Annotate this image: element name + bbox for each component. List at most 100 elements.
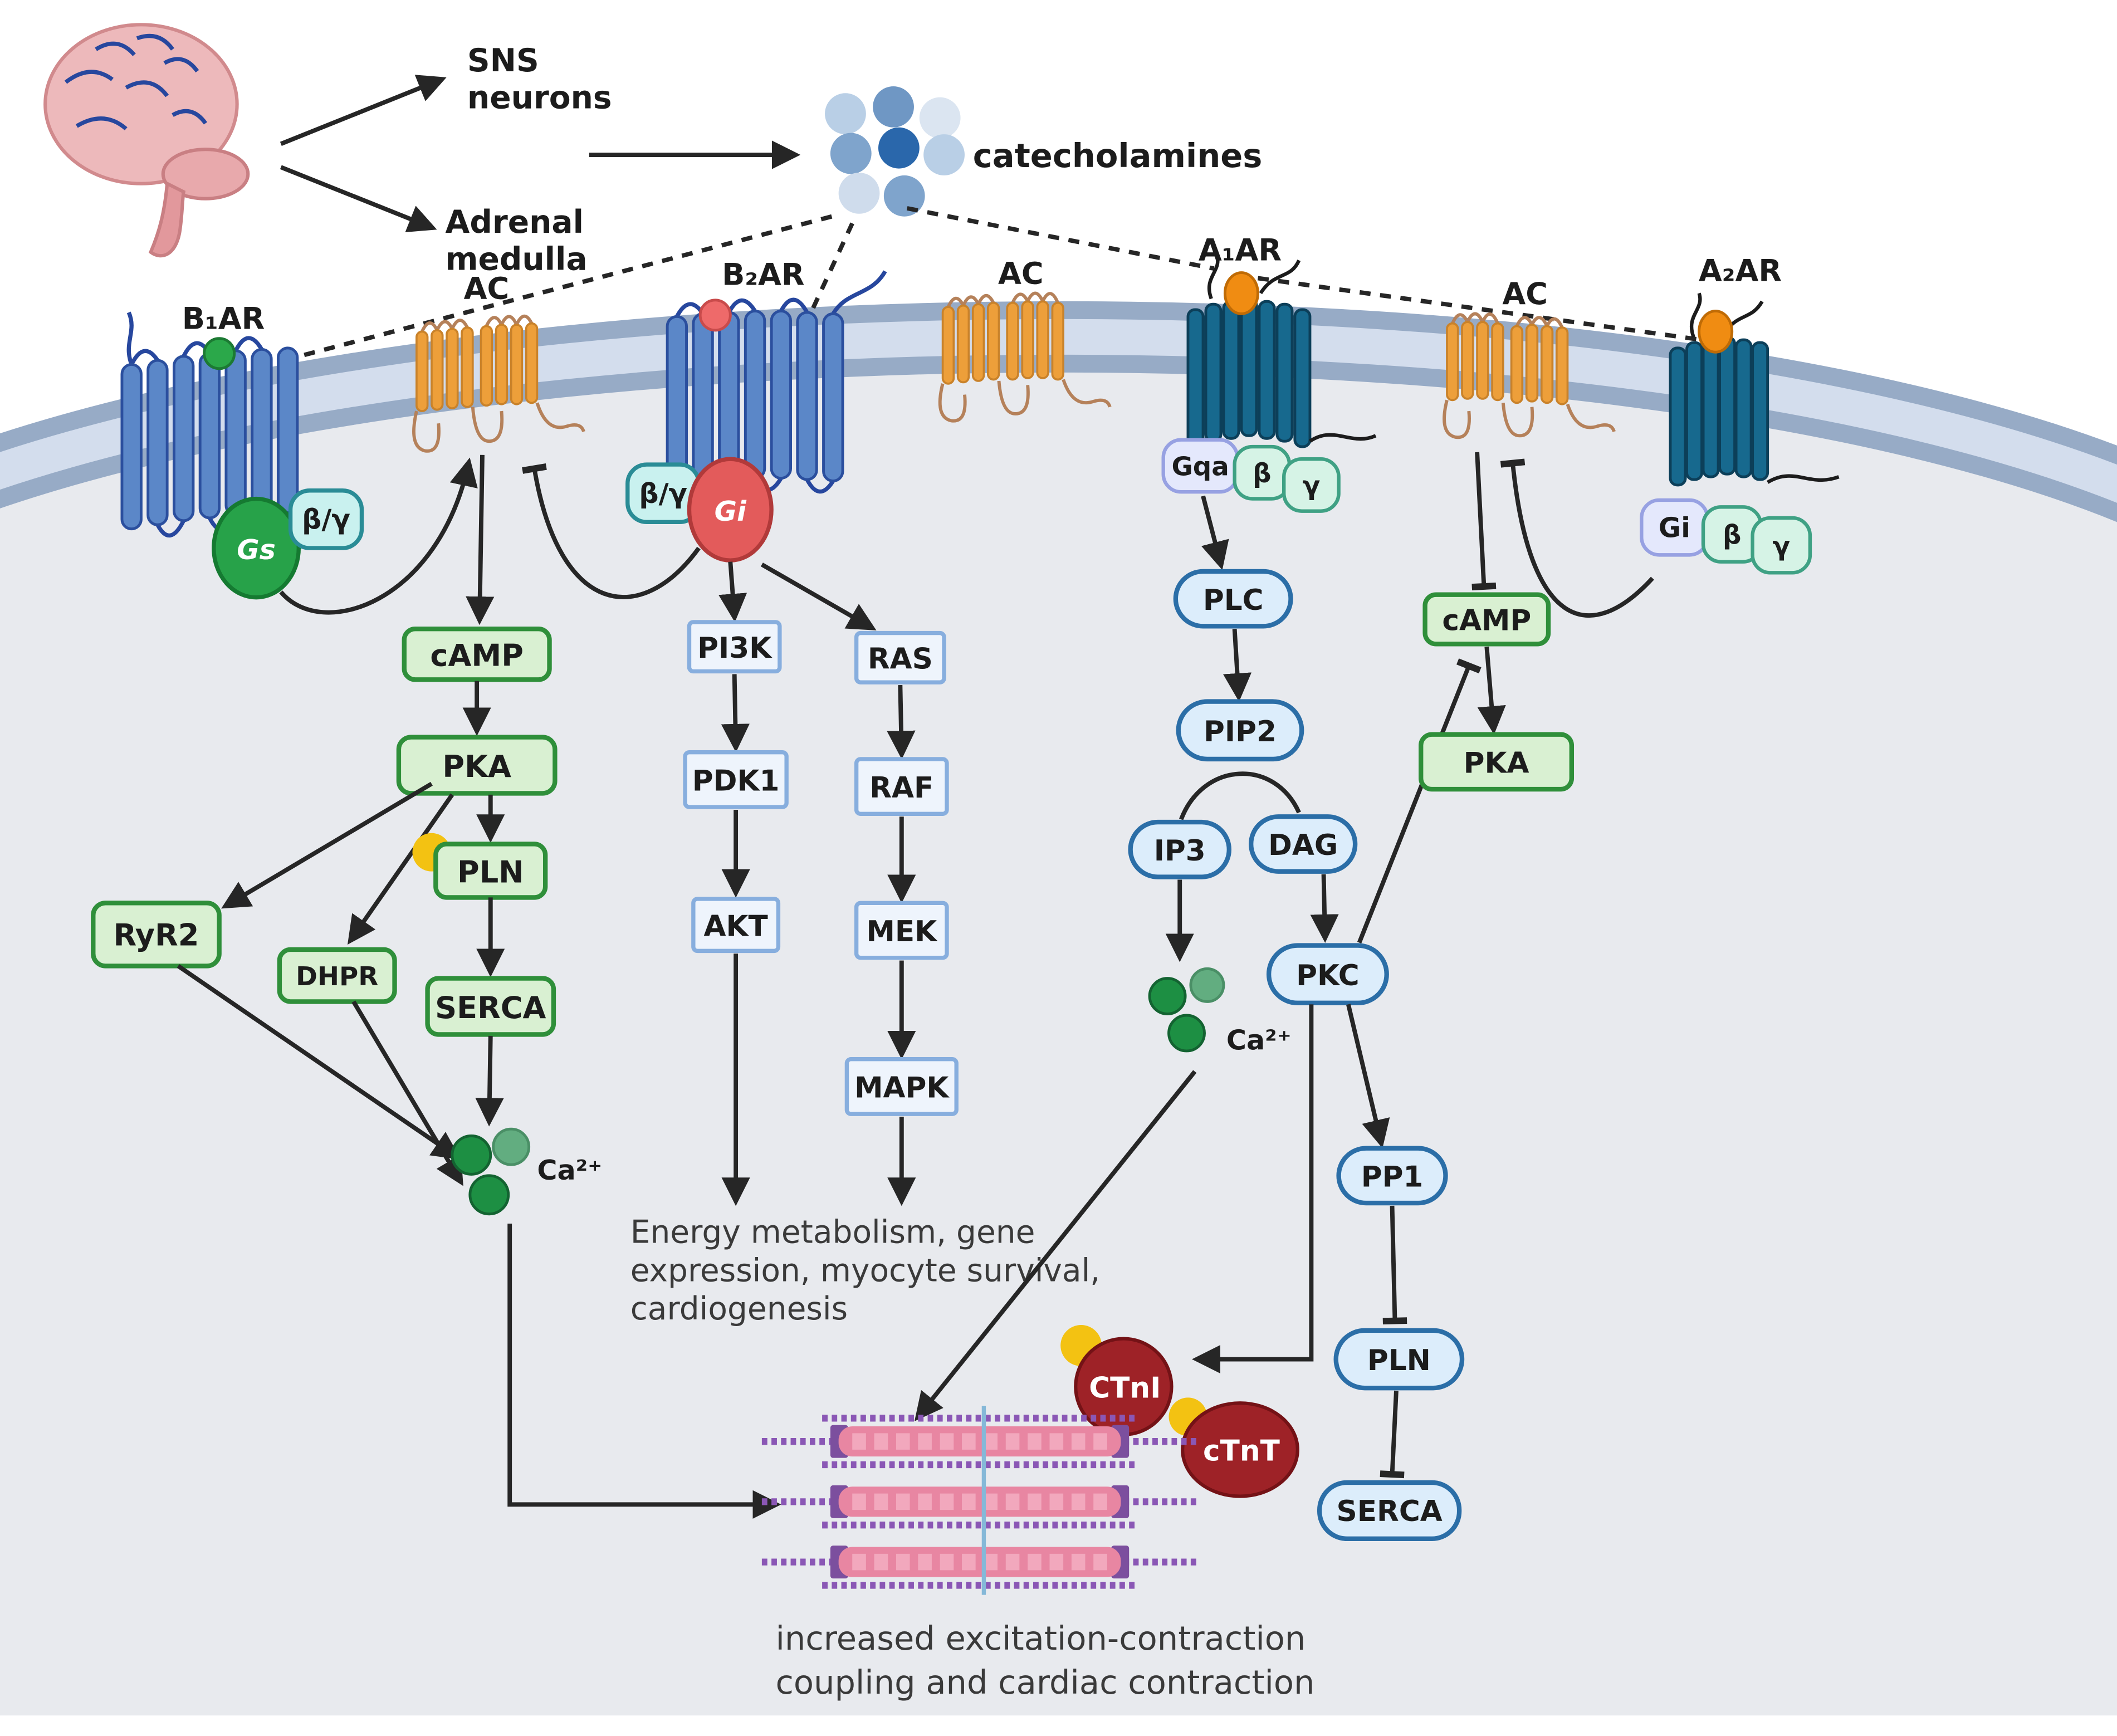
ac2-adenylyl-cyclase bbox=[938, 291, 1112, 423]
arrow-gi-to-pi3k bbox=[718, 561, 747, 623]
b2ar-beta-gamma-label: β/γ bbox=[639, 477, 687, 510]
ac2-label: AC bbox=[998, 256, 1044, 291]
b1ar-beta-gamma bbox=[288, 488, 364, 550]
adrenal-label-line1: Adrenal bbox=[446, 204, 584, 241]
a2ar-gamma bbox=[1751, 516, 1812, 575]
gs-label: Gs bbox=[237, 534, 276, 566]
dashed-release-lines bbox=[283, 206, 1722, 363]
b2ar-receptor bbox=[666, 270, 887, 495]
catecholamines-cluster bbox=[825, 86, 965, 217]
dhpr-box bbox=[277, 947, 397, 1004]
ctnt-label: cTnT bbox=[1203, 1435, 1280, 1468]
cytosol bbox=[0, 371, 2117, 1716]
energy-caption-line3: cardiogenesis bbox=[630, 1290, 848, 1327]
contraction-caption-line2: coupling and cardiac contraction bbox=[775, 1663, 1314, 1701]
arrow-pkc-to-ctni bbox=[1191, 1004, 1314, 1374]
serca-right-pill bbox=[1317, 1480, 1462, 1541]
energy-caption-line2: expression, myocyte survival, bbox=[630, 1252, 1101, 1289]
raf-label: RAF bbox=[869, 771, 933, 805]
arrow-brain-to-sns bbox=[280, 75, 447, 146]
a2ar-label: A₂AR bbox=[1699, 253, 1782, 288]
ac3-adenylyl-cyclase bbox=[1443, 312, 1616, 439]
arrow-gqa-to-plc bbox=[1201, 495, 1229, 570]
gqa-label: Gqa bbox=[1171, 452, 1229, 482]
inhibit-pp1-to-pln bbox=[1382, 1205, 1407, 1325]
b1ar-ligand bbox=[203, 337, 236, 370]
arrow-pi3k-to-pdk1 bbox=[721, 674, 750, 753]
calcium-right-label: Ca²⁺ bbox=[1226, 1024, 1292, 1057]
serca-left-label: SERCA bbox=[435, 990, 546, 1025]
arrow-ac1-to-camp bbox=[466, 454, 495, 625]
mapk-box bbox=[844, 1057, 959, 1116]
gi-a2ar-label: Gi bbox=[1659, 511, 1690, 544]
pka-right-box bbox=[1419, 732, 1575, 792]
ras-box bbox=[854, 630, 946, 684]
ip3-pill bbox=[1128, 819, 1231, 879]
pi3k-box bbox=[687, 620, 782, 674]
gi-b2ar-label: Gi bbox=[715, 495, 747, 527]
pp1-label: PP1 bbox=[1361, 1161, 1424, 1194]
b1ar-label: B₁AR bbox=[182, 301, 265, 336]
inhibit-ac3-to-camp bbox=[1471, 452, 1497, 590]
akt-label: AKT bbox=[703, 909, 767, 943]
sarcomere bbox=[761, 1406, 1201, 1595]
calcium-left bbox=[451, 1127, 531, 1216]
ryr2-box bbox=[91, 901, 222, 969]
arrow-pka-to-ryr2 bbox=[221, 781, 433, 909]
calcium-right bbox=[1148, 967, 1225, 1053]
a1ar-label: A₁AR bbox=[1199, 232, 1282, 267]
arrow-ryr2-to-ca bbox=[177, 964, 461, 1160]
arrow-ras-to-raf bbox=[887, 685, 916, 760]
b2ar-ligand bbox=[698, 299, 732, 332]
raf-box bbox=[854, 757, 949, 816]
gi-protein-b2ar bbox=[687, 457, 774, 563]
arrow-gi-to-ras bbox=[760, 563, 877, 630]
pkc-pill bbox=[1266, 943, 1389, 1006]
b1ar-beta-gamma-label: β/γ bbox=[302, 503, 350, 536]
camp-left-label: cAMP bbox=[430, 638, 523, 673]
a1ar-gamma bbox=[1282, 457, 1341, 513]
dhpr-label: DHPR bbox=[296, 962, 378, 992]
cell-membrane bbox=[0, 301, 2117, 522]
ac3-label: AC bbox=[1502, 276, 1548, 311]
a2ar-ligand bbox=[1698, 310, 1734, 354]
a2ar-receptor bbox=[1669, 292, 1840, 487]
akt-box bbox=[691, 897, 781, 953]
camp-left-box bbox=[402, 627, 552, 682]
catecholamines-label: catecholamines bbox=[973, 136, 1263, 175]
inhibit-pkc-to-camp bbox=[1357, 658, 1482, 944]
mapk-label: MAPK bbox=[854, 1072, 950, 1105]
camp-right-box bbox=[1422, 592, 1551, 647]
split-pip2-to-ip3-dag bbox=[1179, 771, 1301, 820]
pdk1-label: PDK1 bbox=[692, 765, 780, 798]
pln-left-label: PLN bbox=[457, 854, 524, 889]
pip2-pill bbox=[1176, 699, 1304, 762]
b2ar-label: B₂AR bbox=[722, 257, 804, 292]
inhibit-gi-to-ac1 bbox=[522, 463, 701, 599]
arrow-ca-to-sarcomere bbox=[507, 1223, 781, 1519]
a1ar-beta-label: β bbox=[1253, 459, 1271, 489]
serca-left-box bbox=[425, 976, 556, 1037]
ac1-label: AC bbox=[464, 271, 510, 306]
calcium-left-label: Ca²⁺ bbox=[537, 1154, 602, 1186]
plc-label: PLC bbox=[1203, 584, 1264, 617]
brain-illustration bbox=[43, 23, 250, 258]
inhibit-gi-a2ar-to-ac3 bbox=[1500, 458, 1654, 618]
pp1-pill bbox=[1336, 1146, 1448, 1206]
pdk1-box bbox=[683, 750, 789, 809]
a2ar-beta-label: β bbox=[1723, 521, 1741, 551]
sns-label-line1: SNS bbox=[467, 42, 539, 79]
pkc-label: PKC bbox=[1296, 959, 1359, 992]
adrenal-label-line2: medulla bbox=[446, 241, 588, 278]
a1ar-receptor bbox=[1186, 254, 1377, 448]
pip2-label: PIP2 bbox=[1204, 715, 1277, 749]
arrow-dhpr-to-ca bbox=[351, 1000, 463, 1186]
pka-left-label: PKA bbox=[442, 749, 511, 784]
arrow-serca-to-ca bbox=[475, 1035, 504, 1127]
arrow-gs-to-ac1 bbox=[279, 457, 478, 615]
inhibit-pln-to-serca bbox=[1380, 1390, 1405, 1479]
a1ar-ligand bbox=[1223, 271, 1259, 315]
mek-label: MEK bbox=[866, 915, 938, 948]
